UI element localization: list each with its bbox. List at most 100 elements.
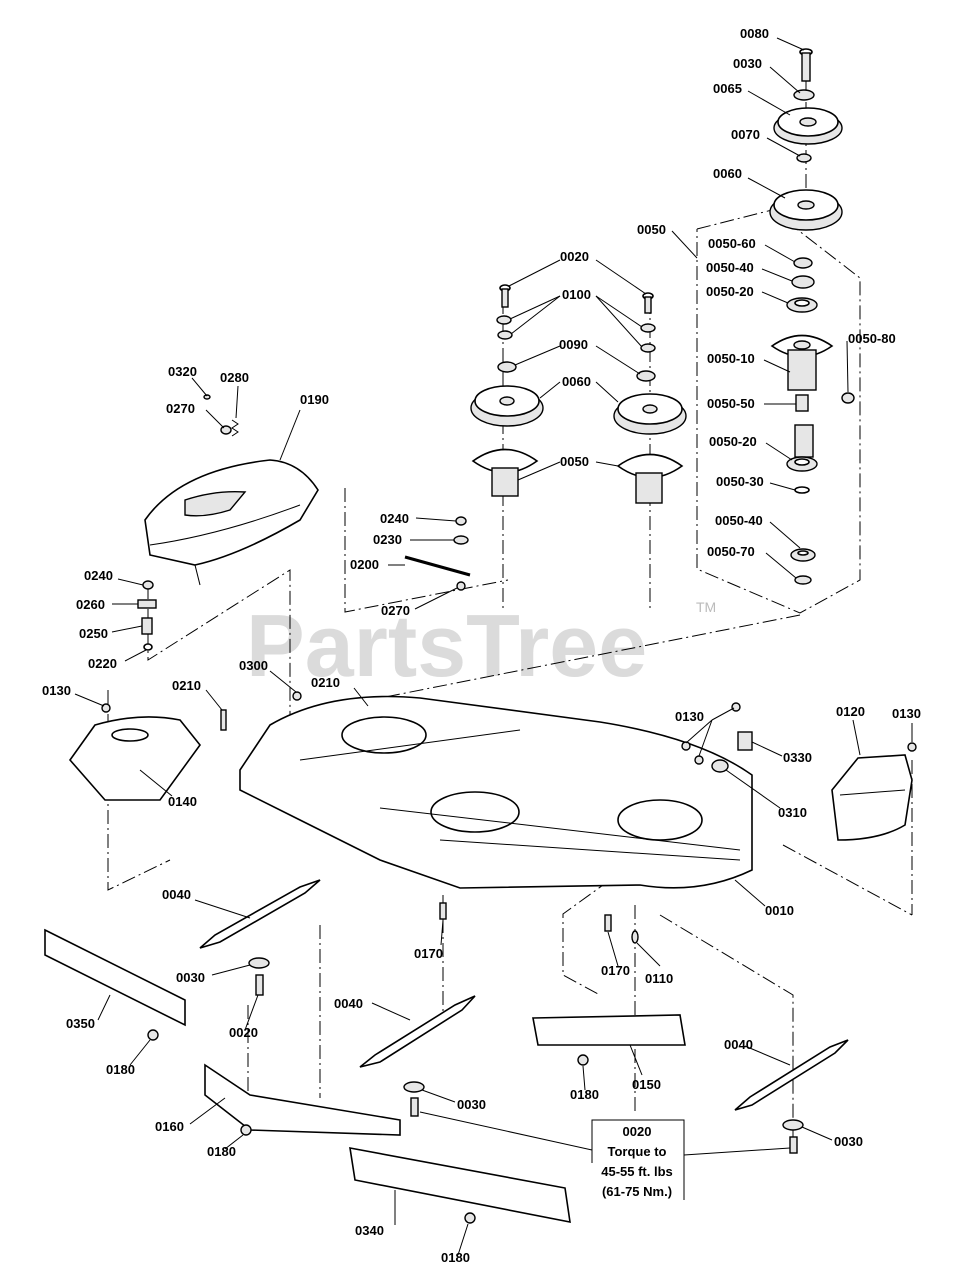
part-0080-bolt[interactable] <box>799 48 813 82</box>
part-0170-bolt-right[interactable] <box>604 914 612 932</box>
part-0100-washer-right-2[interactable] <box>640 343 656 353</box>
part-0330-bushing[interactable] <box>737 731 753 751</box>
part-0050-70-nut[interactable] <box>794 575 812 585</box>
label-0220: 0220 <box>88 656 117 671</box>
part-0270-clip-bottom[interactable] <box>456 581 466 591</box>
part-0030-washer-center[interactable] <box>403 1081 425 1093</box>
label-0060: 0060 <box>562 374 591 389</box>
part-0020-bolt-right[interactable] <box>642 292 654 314</box>
label-0160: 0160 <box>155 1119 184 1134</box>
part-0090-spacer-right[interactable] <box>636 370 656 382</box>
part-0320-pin[interactable] <box>203 394 211 400</box>
label-0030: 0030 <box>457 1097 486 1112</box>
part-0240-nut-left[interactable] <box>142 580 154 590</box>
part-0050-spindle-right[interactable] <box>616 453 684 504</box>
label-0180: 0180 <box>106 1062 135 1077</box>
label-0170: 0170 <box>601 963 630 978</box>
part-0230-washer[interactable] <box>453 535 469 545</box>
label-0050-60: 0050-60 <box>708 236 756 251</box>
part-0180-bolt-4[interactable] <box>464 1212 476 1224</box>
part-0120-shield-right[interactable] <box>831 754 913 841</box>
part-0160-baffle[interactable] <box>204 1063 401 1136</box>
part-0190-belt-cover[interactable] <box>144 459 319 586</box>
label-0050-40: 0050-40 <box>706 260 754 275</box>
label-0040: 0040 <box>334 996 363 1011</box>
part-0050-50-spacer[interactable] <box>795 394 809 412</box>
label-0180: 0180 <box>570 1087 599 1102</box>
part-0300-bolt[interactable] <box>292 691 302 701</box>
part-0065-pulley[interactable] <box>773 107 843 145</box>
torque-note: 0020 Torque to 45-55 ft. lbs (61-75 Nm.) <box>601 1124 673 1199</box>
torque-note-part: 0020 <box>623 1124 652 1139</box>
watermark-trademark: TM <box>696 599 716 615</box>
part-0030-washer-right[interactable] <box>782 1119 804 1131</box>
label-0100: 0100 <box>562 287 591 302</box>
part-0060-pulley-left[interactable] <box>470 385 544 427</box>
label-0130: 0130 <box>892 706 921 721</box>
part-0180-bolt-2[interactable] <box>577 1054 589 1066</box>
part-0100-washer-right-1[interactable] <box>640 323 656 333</box>
part-0090-spacer-left[interactable] <box>497 361 517 373</box>
label-0030: 0030 <box>176 970 205 985</box>
part-0130-bolt-center-3[interactable] <box>731 702 741 712</box>
part-0040-blade-center[interactable] <box>359 995 476 1068</box>
part-0180-bolt-1[interactable] <box>147 1029 159 1041</box>
part-0220-bolt[interactable] <box>143 643 153 651</box>
label-0110: 0110 <box>645 971 673 986</box>
part-0050-40-washer[interactable] <box>791 275 815 289</box>
part-0040-blade-right[interactable] <box>734 1039 849 1111</box>
label-0090: 0090 <box>559 337 588 352</box>
part-0010-mower-deck[interactable] <box>239 695 753 889</box>
label-0210: 0210 <box>311 675 340 690</box>
part-0210-bolt-left[interactable] <box>220 709 227 731</box>
part-0150-baffle[interactable] <box>532 1014 686 1046</box>
part-0020-bolt-left[interactable] <box>499 284 511 308</box>
label-0030: 0030 <box>733 56 762 71</box>
part-0070-spacer[interactable] <box>796 153 812 163</box>
part-0050-spindle-left[interactable] <box>471 448 539 497</box>
leader-lines <box>74 37 913 1256</box>
part-0050-60-nut[interactable] <box>793 257 813 269</box>
part-0170-bolt-left[interactable] <box>439 902 447 920</box>
part-0260-bracket[interactable] <box>137 599 157 609</box>
part-0100-washer-left-2[interactable] <box>497 330 513 340</box>
label-0050-20: 0050-20 <box>706 284 754 299</box>
label-0180: 0180 <box>207 1144 236 1159</box>
label-0130: 0130 <box>675 709 704 724</box>
label-0210: 0210 <box>172 678 201 693</box>
part-0140-shield-left[interactable] <box>68 716 202 801</box>
part-0050-30-spacer[interactable] <box>794 486 810 494</box>
label-0050-80: 0050-80 <box>848 331 896 346</box>
part-0110-pin[interactable] <box>631 930 639 944</box>
part-0280-spring[interactable] <box>231 419 239 437</box>
part-0050-20-bearing-bottom[interactable] <box>786 456 818 472</box>
part-0030-washer-top[interactable] <box>793 89 815 101</box>
part-0050-80-fitting[interactable] <box>841 392 855 404</box>
part-0050-40-washer-bottom[interactable] <box>790 548 816 562</box>
part-0020-bolt-blade-center[interactable] <box>410 1097 419 1117</box>
part-0100-washer-left-1[interactable] <box>496 315 512 325</box>
part-0340-baffle[interactable] <box>349 1147 571 1224</box>
part-0130-bolt-center-1[interactable] <box>681 741 691 751</box>
part-0020-bolt-blade-left[interactable] <box>255 974 264 996</box>
part-0350-baffle[interactable] <box>44 928 186 1027</box>
part-0130-bolt-right[interactable] <box>907 742 917 752</box>
part-0060-pulley-top[interactable] <box>769 189 843 231</box>
part-0060-pulley-right[interactable] <box>613 393 687 435</box>
label-0300: 0300 <box>239 658 268 673</box>
part-0040-blade-left[interactable] <box>199 879 321 949</box>
part-0180-bolt-3[interactable] <box>240 1124 252 1136</box>
label-0230: 0230 <box>373 532 402 547</box>
part-0310-fitting[interactable] <box>711 759 729 773</box>
part-0130-bolt-center-2[interactable] <box>694 755 704 765</box>
part-0030-washer-left[interactable] <box>248 957 270 969</box>
part-0240-nut-center[interactable] <box>455 516 467 526</box>
part-0250-bushing[interactable] <box>141 617 153 635</box>
part-0050-20-bearing-top[interactable] <box>786 297 818 313</box>
part-0050-30-shaft-sleeve[interactable] <box>794 424 814 458</box>
label-0310: 0310 <box>778 805 807 820</box>
part-0050-10-housing[interactable] <box>770 334 834 391</box>
part-0020-bolt-blade-right[interactable] <box>789 1136 798 1154</box>
label-0080: 0080 <box>740 26 769 41</box>
part-0200-rod[interactable] <box>404 555 471 577</box>
